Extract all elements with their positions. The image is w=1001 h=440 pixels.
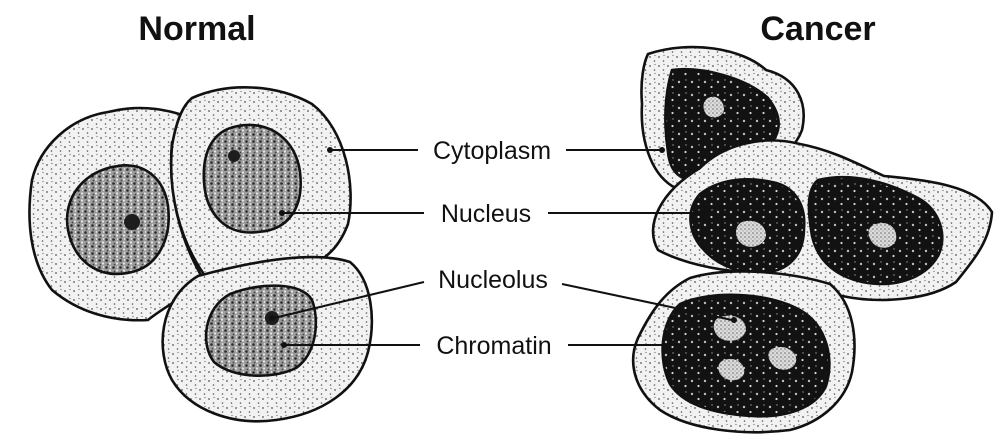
nucleus-leader-dot-right xyxy=(701,210,707,216)
nucleolus xyxy=(228,150,240,162)
cancer-nucleus xyxy=(663,295,830,416)
nucleolus-leader-dot-left xyxy=(269,315,275,321)
chromatin-leader-dot-left xyxy=(281,342,287,348)
cytoplasm-leader-dot-right xyxy=(659,147,665,153)
nucleolus-label: Nucleolus xyxy=(438,266,548,294)
nucleus-label: Nucleus xyxy=(441,200,531,228)
cytoplasm-leader-dot-left xyxy=(327,147,333,153)
nucleolus-leader-dot-right xyxy=(731,317,737,323)
normal-cells xyxy=(29,87,371,421)
cytoplasm-label: Cytoplasm xyxy=(433,137,551,165)
chromatin-leader-dot-right xyxy=(699,342,705,348)
normal-cell-bottom xyxy=(163,257,372,421)
nucleus-leader-dot-left xyxy=(279,210,285,216)
nucleolus xyxy=(124,214,140,230)
normal-cell-top xyxy=(171,87,350,280)
normal-nucleus xyxy=(67,165,169,274)
cancer-cell-bottom xyxy=(633,271,854,432)
cancer-title: Cancer xyxy=(760,10,875,48)
cancer-cells xyxy=(633,47,992,432)
normal-nucleus xyxy=(204,125,301,233)
chromatin-label: Chromatin xyxy=(436,332,551,360)
normal-title: Normal xyxy=(138,10,255,48)
normal-nucleus xyxy=(206,286,316,376)
